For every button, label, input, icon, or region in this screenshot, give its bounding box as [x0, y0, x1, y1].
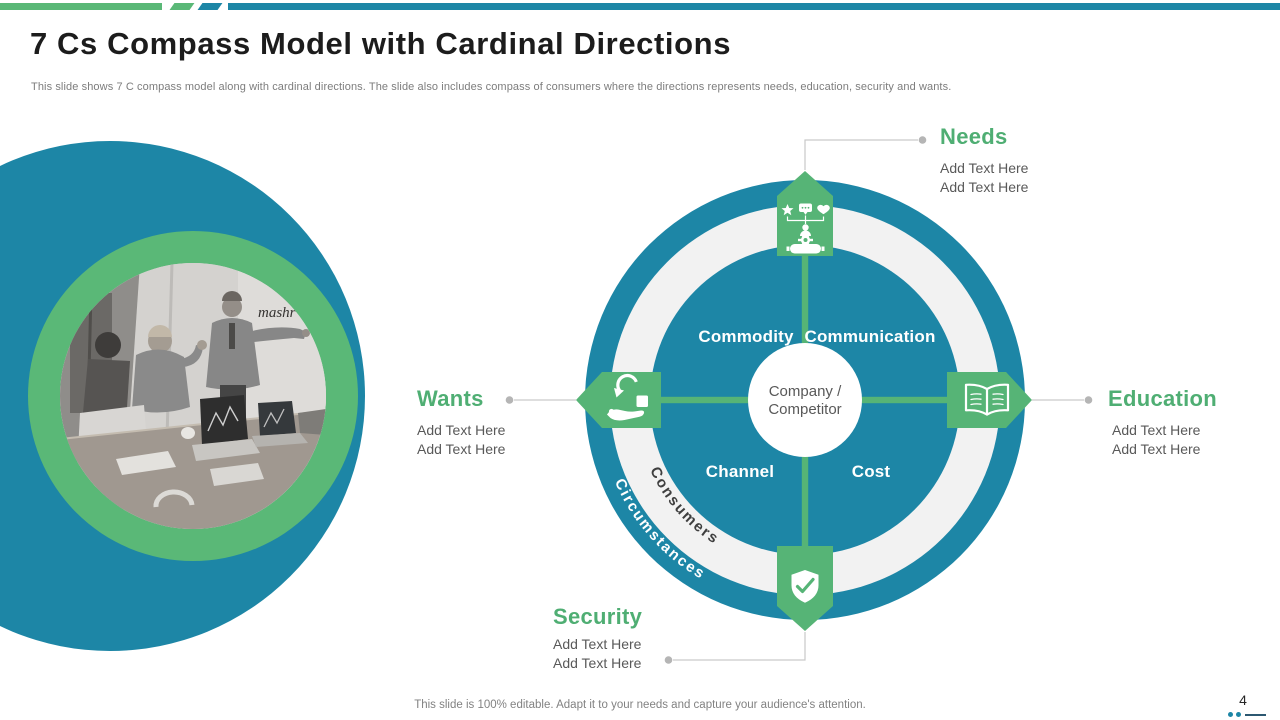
add-text-placeholder[interactable]: Add Text Here	[1112, 422, 1201, 438]
connector-lines	[514, 139, 1084, 661]
add-text-placeholder[interactable]: Add Text Here	[553, 654, 642, 671]
direction-block-education: Education Add Text Here Add Text Here	[1108, 386, 1217, 458]
add-text-placeholder[interactable]: Add Text Here	[940, 178, 1029, 195]
seated-person-figure	[95, 332, 121, 358]
top-bar-teal-segment	[228, 3, 1280, 10]
add-text-placeholder[interactable]: Add Text Here	[940, 160, 1029, 176]
top-bar-green-segment	[0, 3, 162, 10]
center-circle	[748, 343, 862, 457]
footer-note: This slide is 100% editable. Adapt it to…	[414, 699, 866, 711]
add-text-placeholder[interactable]: Add Text Here	[417, 422, 506, 438]
quadrant-label-cost: Cost	[851, 462, 891, 481]
footer-line	[1245, 714, 1266, 716]
center-label-line1: Company /	[768, 383, 842, 400]
direction-label-wants: Wants	[417, 386, 484, 411]
direction-label-security: Security	[553, 604, 643, 629]
page-title: 7 Cs Compass Model with Cardinal Directi…	[30, 26, 732, 61]
direction-block-wants: Wants Add Text Here Add Text Here	[417, 386, 505, 458]
quadrant-label-commodity: Commodity	[698, 327, 794, 346]
quadrant-label-communication: Communication	[804, 327, 936, 346]
quadrant-label-channel: Channel	[705, 462, 775, 481]
direction-block-needs: Needs Add Text Here Add Text Here	[940, 124, 1028, 196]
direction-label-education: Education	[1108, 386, 1218, 411]
add-text-placeholder[interactable]: Add Text Here	[553, 636, 642, 652]
connector-dots	[505, 136, 1093, 664]
hand-refresh-icon	[607, 374, 648, 421]
page-subtitle: This slide shows 7 C compass model along…	[31, 81, 952, 93]
team-photo-illustration: mashr	[60, 263, 326, 529]
center-label-line2: Competitor	[768, 401, 842, 418]
footer-dot	[1228, 712, 1233, 717]
footer-dot	[1236, 712, 1241, 717]
add-text-placeholder[interactable]: Add Text Here	[1112, 440, 1201, 457]
presenter-figure	[222, 297, 242, 317]
direction-label-needs: Needs	[940, 124, 1008, 149]
open-book-icon	[964, 383, 1010, 416]
page-number: 4	[1239, 692, 1247, 708]
shield-check-icon	[791, 570, 819, 603]
add-text-placeholder[interactable]: Add Text Here	[417, 440, 506, 457]
center-label: Company / Competitor	[768, 383, 841, 419]
direction-block-security: Security Add Text Here Add Text Here	[553, 604, 642, 672]
team-photo: mashr	[60, 263, 326, 529]
east-arrow	[947, 372, 1032, 428]
customer-needs-icon	[781, 203, 830, 254]
photo-wall-text: mashr	[258, 305, 296, 321]
